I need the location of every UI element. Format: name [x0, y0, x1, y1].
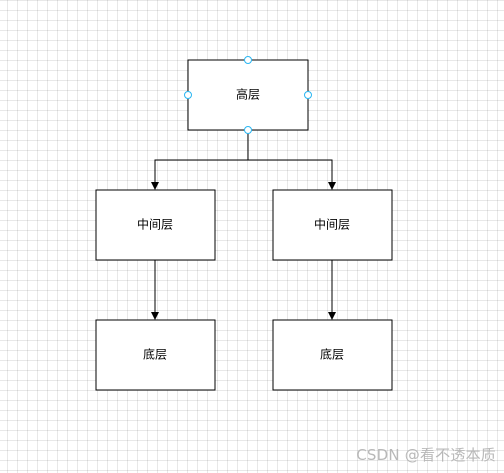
node-label-bottom-left: 底层 [143, 347, 167, 362]
node-box[interactable] [95, 319, 216, 391]
connector-line[interactable] [154, 130, 249, 184]
edge-mid-right-to-bottom-right[interactable] [328, 260, 336, 320]
node-box[interactable] [95, 189, 216, 261]
selection-handle-top[interactable] [244, 56, 252, 64]
selection-handles[interactable] [184, 56, 312, 134]
node-top[interactable]: 高层 [187, 59, 309, 131]
node-mid-right[interactable]: 中间层 [272, 189, 393, 261]
watermark-text: CSDN @看不透本质 [356, 446, 496, 464]
selection-handle-bottom[interactable] [244, 126, 252, 134]
node-label-bottom-right: 底层 [320, 347, 344, 362]
connector-line[interactable] [248, 159, 333, 184]
node-label-mid-right: 中间层 [314, 217, 350, 232]
node-label-top: 高层 [236, 87, 260, 102]
node-bottom-left[interactable]: 底层 [95, 319, 216, 391]
node-label-mid-left: 中间层 [137, 217, 173, 232]
edge-mid-left-to-bottom-left[interactable] [151, 260, 159, 320]
node-bottom-right[interactable]: 底层 [272, 319, 393, 391]
edge-top-to-mid-right[interactable] [248, 159, 336, 190]
node-box[interactable] [272, 319, 393, 391]
node-mid-left[interactable]: 中间层 [95, 189, 216, 261]
selection-handle-left[interactable] [184, 91, 192, 99]
selection-handle-right[interactable] [304, 91, 312, 99]
node-box[interactable] [272, 189, 393, 261]
arrow-head [328, 312, 336, 320]
arrow-head [151, 312, 159, 320]
arrow-head [328, 182, 336, 190]
arrow-head [151, 182, 159, 190]
edge-top-to-mid-left[interactable] [151, 130, 249, 190]
